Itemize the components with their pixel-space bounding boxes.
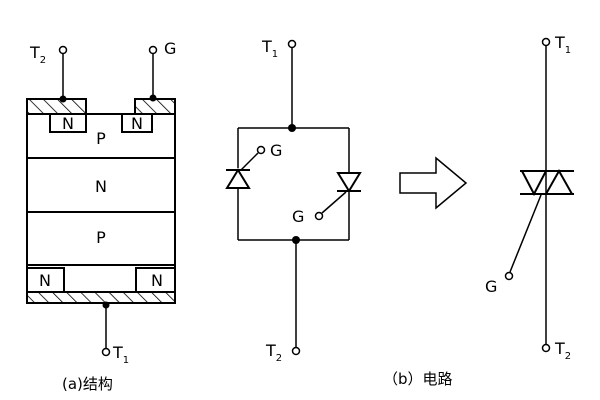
- g-label: G: [164, 39, 176, 58]
- symbol-gate-terminal-circle: [504, 271, 514, 281]
- circuit-t1-label: T1: [261, 37, 278, 60]
- circuit-panel: T1 G G T2 （b）电路: [225, 37, 453, 388]
- circuit-caption: （b）电路: [383, 370, 453, 388]
- right-scr-triangle: [336, 172, 362, 193]
- top-right-electrode: [134, 98, 176, 115]
- middle-n-label: N: [95, 177, 107, 196]
- top-right-n-label: N: [131, 114, 143, 133]
- t2-terminal-circle: [58, 45, 68, 55]
- bottom-left-n-label: N: [39, 271, 51, 290]
- left-gate-terminal-circle: [256, 145, 266, 155]
- symbol-up-triangle: [544, 168, 574, 195]
- symbol-t2-terminal-circle: [541, 343, 551, 353]
- circuit-t2-terminal-circle: [291, 346, 301, 356]
- symbol-gate-label: G: [485, 277, 497, 296]
- left-scr-gate-lead: [240, 152, 259, 171]
- circuit-t2-label: T2: [265, 341, 282, 364]
- structure-panel: T2 G N N P N P N N T1 (a)结构: [26, 39, 176, 393]
- circuit-t1-terminal-circle: [287, 39, 297, 49]
- structure-caption: (a)结构: [62, 375, 113, 393]
- t1-label: T1: [112, 343, 129, 366]
- left-scr-triangle: [225, 168, 251, 189]
- right-gate-label: G: [292, 207, 304, 226]
- bottom-left-n-region: [26, 267, 65, 293]
- t2-label: T2: [29, 43, 46, 66]
- bottom-electrode: [26, 291, 176, 304]
- top-left-n-label: N: [62, 114, 74, 133]
- top-right-n-region: [121, 113, 153, 133]
- g-terminal-circle: [148, 45, 158, 55]
- bottom-right-n-label: N: [151, 271, 163, 290]
- t1-terminal-circle: [101, 347, 111, 357]
- right-scr-gate-lead: [321, 191, 347, 214]
- left-gate-label: G: [270, 141, 282, 160]
- symbol-down-triangle: [520, 170, 548, 197]
- right-gate-terminal-circle: [314, 211, 324, 221]
- top-left-electrode: [26, 98, 87, 115]
- top-left-n-region: [49, 113, 87, 133]
- symbol-t1-terminal-circle: [541, 37, 551, 47]
- symbol-t2-label: T2: [554, 339, 571, 362]
- symbol-t1-label: T1: [554, 33, 571, 56]
- triac-symbol-panel: T1 G T2: [485, 33, 574, 362]
- equivalence-arrow: [399, 156, 468, 210]
- top-p-label: P: [96, 129, 106, 148]
- symbol-gate-lead: [509, 194, 542, 273]
- bottom-p-label: P: [96, 228, 106, 247]
